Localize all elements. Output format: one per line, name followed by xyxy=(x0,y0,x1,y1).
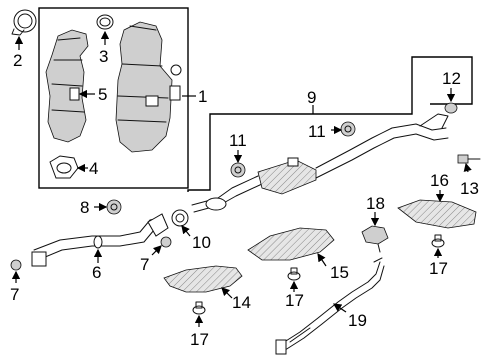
callout-13: 13 xyxy=(460,179,479,198)
part-14-heat-shield xyxy=(163,265,243,293)
callout-3: 3 xyxy=(99,47,108,66)
part-13-bolt xyxy=(457,154,481,164)
callout-18: 18 xyxy=(366,194,385,213)
part-18-bracket xyxy=(361,225,389,253)
callout-11a: 11 xyxy=(229,131,247,150)
callout-2: 2 xyxy=(13,51,22,70)
leader-7b xyxy=(151,245,162,256)
callout-17b: 17 xyxy=(285,291,304,310)
part-2-clamp xyxy=(11,9,37,36)
callout-12: 12 xyxy=(442,69,461,88)
part-3-gasket xyxy=(96,14,114,30)
leader-13 xyxy=(463,162,472,173)
leader-19 xyxy=(333,303,347,313)
callout-7a: 7 xyxy=(10,285,19,304)
callout-7b: 7 xyxy=(140,255,149,274)
callout-11b: 11 xyxy=(308,122,326,141)
callout-14: 14 xyxy=(232,293,251,312)
part-8-isolator xyxy=(106,199,122,215)
callout-10: 10 xyxy=(192,233,211,252)
part-7-nut-middle xyxy=(160,236,172,248)
exhaust-pipe-group-box xyxy=(187,56,473,192)
callout-17a: 17 xyxy=(190,330,209,349)
callout-5: 5 xyxy=(98,85,107,104)
callout-4: 4 xyxy=(89,159,98,178)
part-7-nut-left xyxy=(10,259,22,271)
callout-15: 15 xyxy=(330,263,349,282)
part-5-heat-shield xyxy=(45,29,89,143)
part-17-nut-right xyxy=(431,234,445,248)
callout-17c: 17 xyxy=(429,259,448,278)
part-4-gasket xyxy=(49,155,79,179)
catalytic-converter-group-box xyxy=(38,7,189,189)
leader-14 xyxy=(221,287,233,299)
leader-10 xyxy=(181,225,191,237)
callout-8: 8 xyxy=(80,198,89,217)
callout-9: 9 xyxy=(307,88,316,107)
part-12-nut xyxy=(444,102,458,114)
part-10-gasket xyxy=(171,209,189,227)
part-11-isolator-upper xyxy=(340,121,356,137)
part-15-heat-shield xyxy=(247,227,335,261)
part-9-resonator-pipe xyxy=(191,113,449,213)
callout-1: 1 xyxy=(198,87,207,106)
callout-6: 6 xyxy=(92,263,101,282)
part-17-nut-middle xyxy=(287,267,301,281)
leader-15 xyxy=(317,253,327,267)
part-6-front-pipe xyxy=(31,213,169,267)
part-19-tailpipe xyxy=(275,257,385,355)
part-17-nut-left xyxy=(192,301,206,315)
callout-16: 16 xyxy=(430,171,449,190)
callout-19: 19 xyxy=(348,311,367,330)
part-16-heat-shield xyxy=(397,199,477,229)
part-1-catalytic-converter xyxy=(115,21,182,153)
part-11-isolator-lower xyxy=(230,162,246,178)
